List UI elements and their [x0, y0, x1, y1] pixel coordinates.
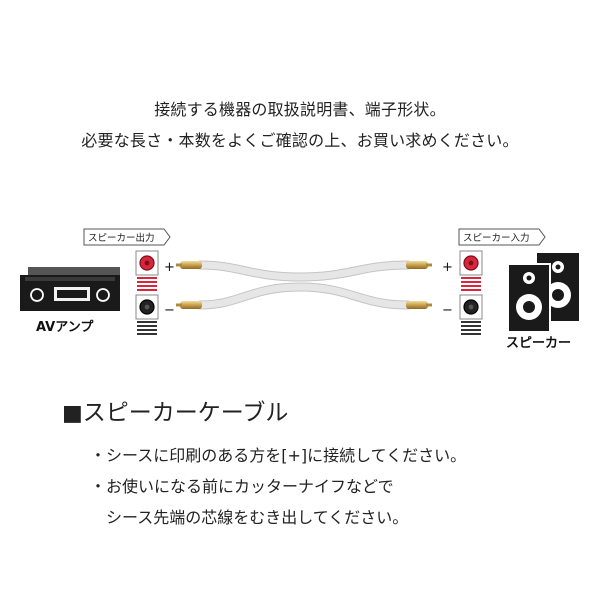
- speaker-input-tag-label: スピーカー入力: [463, 232, 530, 244]
- left-negative-gold-tip: [176, 301, 202, 309]
- square-bullet-icon: ■: [62, 401, 83, 426]
- speaker-minus-sign: −: [442, 303, 453, 318]
- amp-plus-sign: +: [164, 260, 175, 275]
- section-title: スピーカーケーブル: [82, 400, 289, 426]
- intro-line-2: 必要な長さ・本数をよくご確認の上、お買い求めください。: [81, 131, 519, 150]
- speaker-negative-terminal: [459, 294, 483, 335]
- right-negative-gold-tip: [406, 301, 432, 309]
- speaker-positive-terminal: [459, 250, 483, 291]
- connection-diagram: スピーカー出力 スピーカー入力 AVアンプ: [20, 228, 579, 351]
- right-positive-gold-tip: [406, 261, 432, 269]
- amp-negative-terminal: [135, 294, 159, 335]
- speaker-cable-negative: [195, 282, 413, 310]
- speaker-cable-positive: [195, 260, 413, 282]
- speaker-front-icon: [507, 263, 551, 333]
- amp-minus-sign: −: [164, 303, 175, 318]
- instruction-item-2-line-2: シース先端の芯線をむき出してください。: [106, 508, 409, 527]
- amp-label: AVアンプ: [36, 320, 94, 335]
- amp-output-tag-label: スピーカー出力: [88, 232, 155, 244]
- left-positive-gold-tip: [176, 261, 202, 269]
- speaker-plus-sign: +: [442, 260, 453, 275]
- amp-positive-terminal: [135, 250, 159, 291]
- intro-text: 接続する機器の取扱説明書、端子形状。 必要な長さ・本数をよくご確認の上、お買い求…: [0, 94, 600, 156]
- amp-output-tag: スピーカー出力: [83, 228, 171, 246]
- section-heading: ■スピーカーケーブル: [62, 393, 288, 427]
- instruction-item-2-line-1: ・お使いになる前にカッターナイフなどで: [90, 477, 394, 496]
- av-amp-icon: [20, 267, 120, 311]
- speaker-input-tag: スピーカー入力: [458, 228, 546, 246]
- instruction-list: ・シースに印刷のある方を[+]に接続してください。 ・お使いになる前にカッターナ…: [90, 440, 466, 533]
- speaker-label: スピーカー: [506, 336, 571, 351]
- intro-line-1: 接続する機器の取扱説明書、端子形状。: [154, 100, 446, 119]
- instruction-item-1: ・シースに印刷のある方を[+]に接続してください。: [90, 446, 467, 465]
